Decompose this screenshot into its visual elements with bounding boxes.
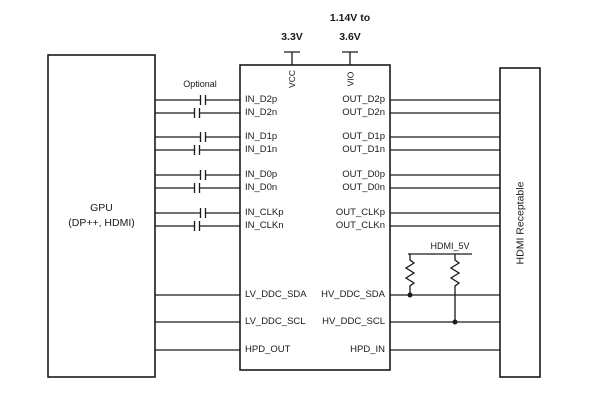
pin-out-d2n: OUT_D2n	[342, 107, 385, 118]
pin-out-clkp: OUT_CLKp	[335, 207, 385, 218]
pin-lv-ddc-scl: LV_DDC_SCL	[245, 316, 306, 327]
vcc-pin-wrap: VCC	[282, 64, 302, 94]
pin-in-d1n: IN_D1n	[245, 144, 278, 155]
wire-in-d1n-capacitor	[155, 145, 240, 155]
pin-out-d0p: OUT_D0p	[342, 169, 385, 180]
wire-in-d1p-capacitor	[155, 132, 240, 142]
pin-hpd-in: HPD_IN	[350, 344, 385, 355]
pullup-resistor-sda	[404, 254, 416, 295]
gpu-box-title: GPU	[90, 202, 113, 214]
junction-dot-scl	[452, 319, 458, 325]
pin-in-d0p: IN_D0p	[245, 169, 278, 180]
gpu-box-outline	[47, 54, 156, 378]
pin-in-clkp: IN_CLKp	[245, 207, 284, 218]
pin-out-d0n: OUT_D0n	[342, 182, 385, 193]
wire-in-d2p-capacitor	[155, 95, 240, 105]
input-control-wires	[155, 294, 240, 351]
hdmi-receptacle-outline	[499, 67, 541, 378]
input-wires-with-capacitors	[155, 95, 240, 231]
pin-out-clkn: OUT_CLKn	[335, 220, 385, 231]
pin-out-d1p: OUT_D1p	[342, 131, 385, 142]
gpu-box: GPU (DP++, HDMI)	[48, 55, 155, 377]
hdmi-receptacle-box: HDMI Receptable	[500, 68, 540, 377]
vio-voltage-label-line1: 1.14V to	[329, 12, 371, 24]
hdmi-receptacle-label: HDMI Receptable	[514, 181, 526, 264]
output-wires	[390, 99, 500, 351]
gpu-box-subtitle: (DP++, HDMI)	[68, 217, 135, 229]
vio-power-symbol	[342, 51, 358, 65]
hdmi-5v-label: HDMI_5V	[430, 241, 470, 251]
vcc-power-symbol	[284, 51, 300, 65]
pin-out-d1n: OUT_D1n	[342, 144, 385, 155]
junction-dot-sda	[407, 292, 413, 298]
pullup-resistor-scl	[449, 254, 461, 322]
optional-label: Optional	[183, 79, 217, 89]
pin-hv-ddc-sda: HV_DDC_SDA	[321, 289, 385, 300]
vio-voltage-label-line2: 3.6V	[339, 31, 361, 43]
wire-in-d2n-capacitor	[155, 108, 240, 118]
pin-in-clkn: IN_CLKn	[245, 220, 284, 231]
pin-lv-ddc-sda: LV_DDC_SDA	[245, 289, 307, 300]
pin-in-d2n: IN_D2n	[245, 107, 278, 118]
pin-in-d0n: IN_D0n	[245, 182, 278, 193]
wire-in-clkn-capacitor	[155, 221, 240, 231]
vcc-pin-label: VCC	[286, 70, 297, 88]
pin-in-d1p: IN_D1p	[245, 131, 278, 142]
wire-in-d0p-capacitor	[155, 170, 240, 180]
wire-in-clkp-capacitor	[155, 208, 240, 218]
vio-pin-wrap: VIO	[340, 64, 360, 94]
vcc-voltage-label: 3.3V	[281, 31, 303, 43]
pin-out-d2p: OUT_D2p	[342, 94, 385, 105]
pin-hpd-out: HPD_OUT	[245, 344, 291, 355]
hdmi-5v-pullup-network	[404, 253, 472, 325]
pin-in-d2p: IN_D2p	[245, 94, 278, 105]
redriver-ic-outline	[239, 64, 391, 371]
vio-pin-label: VIO	[345, 71, 355, 87]
pin-hv-ddc-scl: HV_DDC_SCL	[322, 316, 385, 327]
wire-in-d0n-capacitor	[155, 183, 240, 193]
